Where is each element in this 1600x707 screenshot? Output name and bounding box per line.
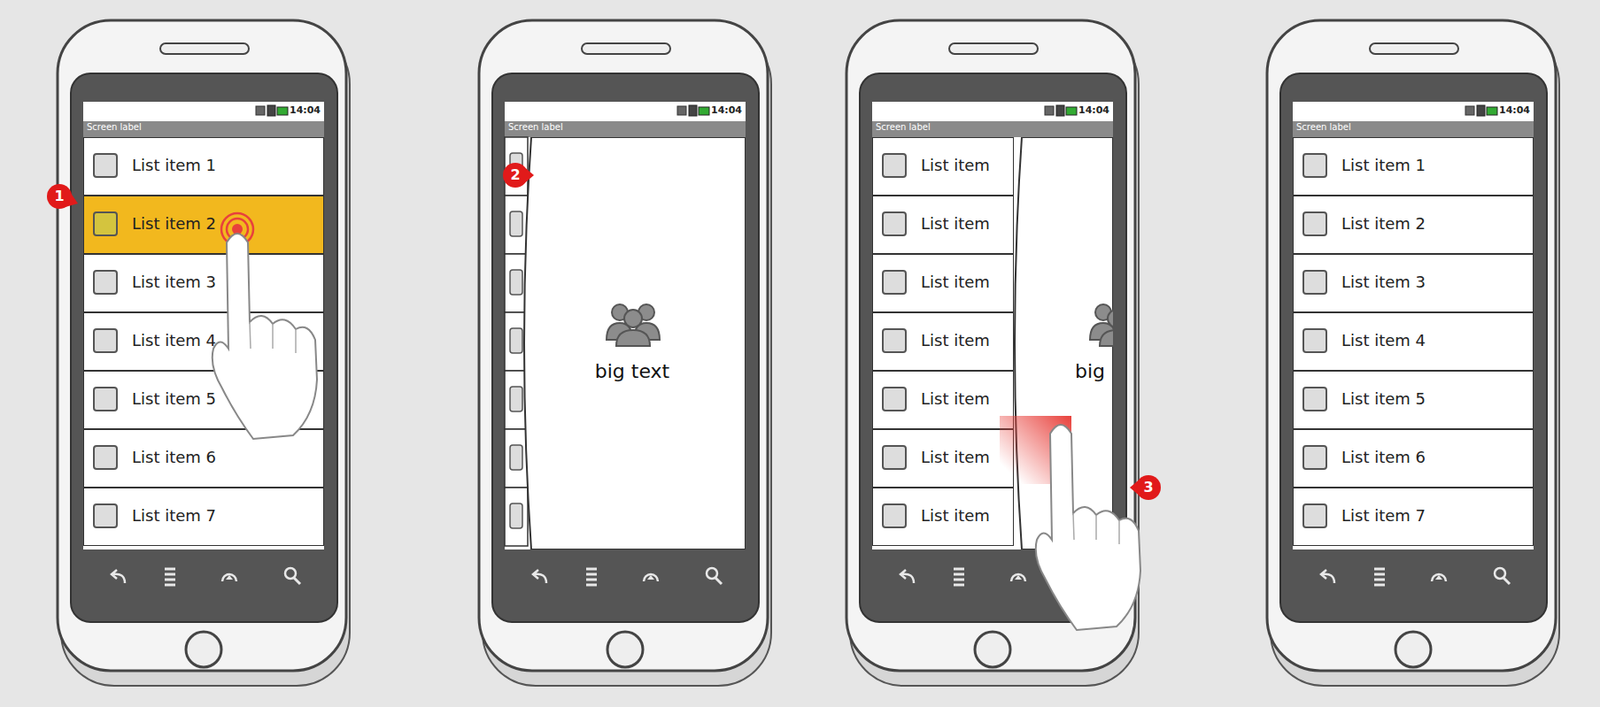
list-item: List item 7	[83, 487, 325, 547]
item-checkbox	[92, 386, 118, 412]
list-item: List item	[872, 371, 1014, 430]
item-label: List item 7	[131, 506, 217, 526]
item-checkbox	[881, 211, 907, 237]
item-checkbox	[1302, 328, 1328, 354]
item-label: List item 6	[1341, 448, 1426, 467]
item-label: List item 2	[1341, 214, 1426, 233]
list-item: List item 2	[83, 195, 325, 255]
list-item: List item 4	[1292, 312, 1534, 372]
status-time: 14:04	[1078, 104, 1110, 116]
people-icon	[1089, 301, 1114, 348]
item-checkbox	[92, 153, 118, 178]
item-label: List item	[920, 272, 990, 292]
item-checkbox	[1302, 445, 1328, 471]
callout-number: 2	[502, 162, 528, 188]
item-label: List item 4	[1341, 331, 1426, 350]
item-checkbox	[92, 211, 118, 237]
people-icon	[605, 301, 661, 348]
item-label: List item 1	[1341, 155, 1426, 175]
list-item: List item 1	[83, 137, 325, 196]
item-label: List item	[920, 214, 990, 233]
item-label: List item 1	[131, 155, 217, 175]
item-checkbox	[881, 503, 907, 529]
item-checkbox	[1302, 153, 1328, 178]
phone-mockup: 14:04Screen labelList item 1 List item 2 L…	[1265, 18, 1562, 689]
callout-number: 3	[1136, 475, 1161, 501]
item-checkbox	[92, 328, 118, 354]
screen-label: Screen label	[86, 122, 142, 132]
status-time: 14:04	[1499, 104, 1531, 116]
list-item: List item 1	[1292, 137, 1534, 196]
item-label: List item 5	[1341, 389, 1426, 409]
panel-text: big	[1074, 360, 1106, 383]
list-item: List item 6	[1292, 429, 1534, 488]
item-label: List item 2	[131, 214, 217, 233]
phone-mockup: 14:04Screen label big text	[477, 18, 774, 689]
item-checkbox	[881, 270, 907, 295]
item-label: List item 3	[131, 272, 217, 292]
item-checkbox	[92, 445, 118, 471]
list-item: List item	[872, 195, 1014, 255]
list-item: List item 3	[1292, 254, 1534, 313]
item-label: List item	[920, 506, 990, 526]
callout-number: 1	[46, 184, 72, 209]
item-checkbox	[1302, 503, 1328, 529]
screen-label: Screen label	[508, 122, 564, 132]
item-label: List item 4	[131, 331, 217, 350]
item-checkbox	[881, 445, 907, 471]
status-time: 14:04	[711, 104, 743, 116]
pointing-hand	[208, 224, 325, 442]
item-checkbox	[1302, 386, 1328, 412]
panel-text: big text	[518, 360, 746, 383]
item-checkbox	[92, 503, 118, 529]
list-item: List item 6	[83, 429, 325, 488]
list-item: List item 5	[1292, 371, 1534, 430]
list-item: List item 7	[1292, 487, 1534, 547]
item-label: List item 6	[131, 448, 217, 467]
item-label: List item	[920, 448, 990, 467]
list-item: List item	[872, 137, 1014, 196]
item-checkbox	[1302, 270, 1328, 295]
item-checkbox	[881, 153, 907, 178]
item-checkbox	[881, 386, 907, 412]
item-label: List item 5	[131, 389, 217, 409]
item-label: List item	[920, 155, 990, 175]
list-item: List item	[872, 487, 1014, 547]
item-label: List item	[920, 331, 990, 350]
item-label: List item	[920, 389, 990, 409]
item-label: List item 7	[1341, 506, 1426, 526]
list-item: List item	[872, 312, 1014, 372]
item-checkbox	[881, 328, 907, 354]
list-item: List item 3	[83, 254, 325, 313]
status-time: 14:04	[289, 104, 321, 116]
list-item: List item	[872, 429, 1014, 488]
screen-label: Screen label	[875, 122, 931, 132]
item-checkbox	[92, 270, 118, 295]
item-label: List item 3	[1341, 272, 1426, 292]
screen-label: Screen label	[1296, 122, 1352, 132]
list-item: List item 2	[1292, 195, 1534, 255]
detail-panel: big text	[518, 137, 746, 550]
pointing-hand	[1032, 416, 1148, 634]
item-checkbox	[1302, 211, 1328, 237]
list-item: List item	[872, 254, 1014, 313]
